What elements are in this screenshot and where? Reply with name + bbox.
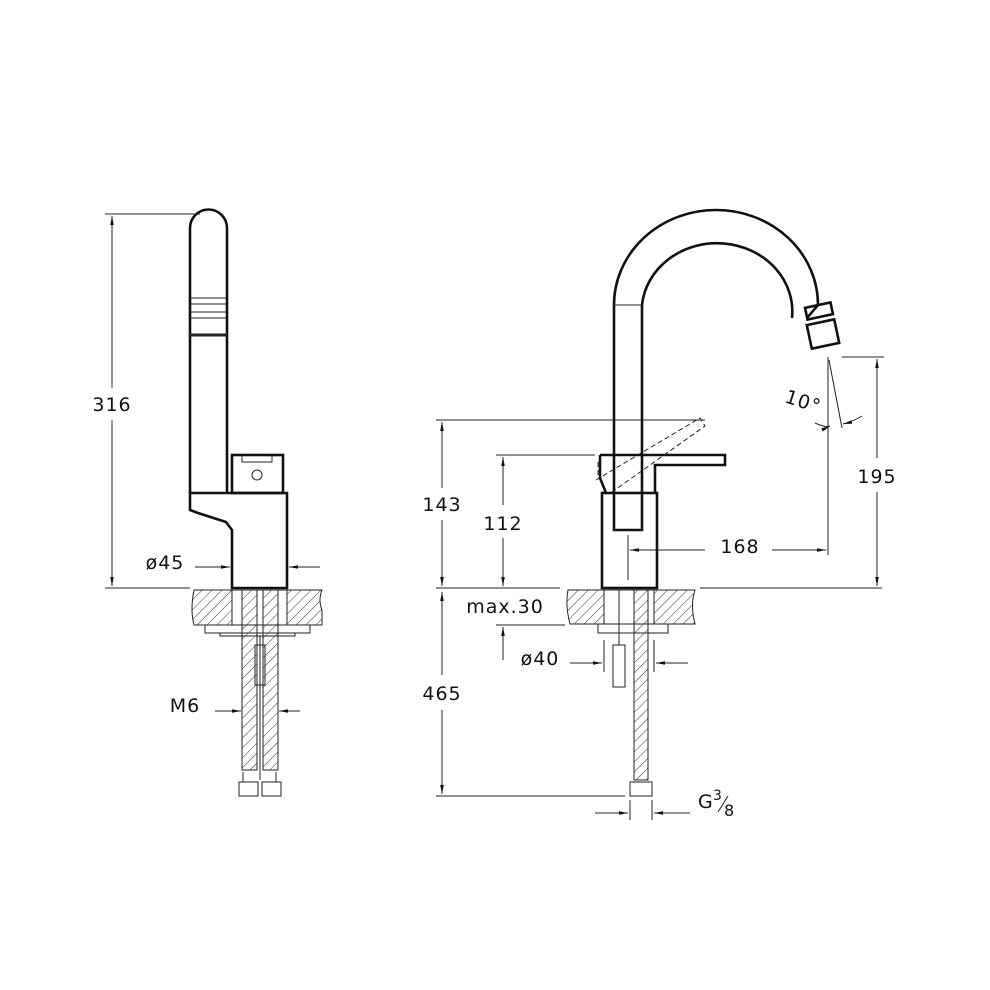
connection-g: G bbox=[698, 791, 714, 813]
side-spout-tube bbox=[188, 208, 229, 493]
front-hose bbox=[633, 589, 649, 781]
dim-length-465: 465 bbox=[422, 683, 461, 705]
dim-reach-168: 168 bbox=[720, 536, 759, 558]
side-body bbox=[188, 491, 289, 590]
front-spout bbox=[612, 208, 820, 493]
dim-max-30: max.30 bbox=[466, 596, 544, 618]
front-aerator bbox=[803, 300, 841, 351]
side-view: 316 ø45 M6 bbox=[92, 208, 323, 797]
dim-height-143: 143 bbox=[422, 494, 461, 516]
front-view: 143 112 195 168 10° max.30 ø40 bbox=[422, 208, 896, 820]
front-plate bbox=[597, 623, 669, 634]
side-hose-left bbox=[241, 589, 258, 771]
connection-numerator: 3 bbox=[713, 788, 723, 804]
side-handle bbox=[230, 453, 285, 495]
dim-diameter-45: ø45 bbox=[146, 552, 185, 574]
side-aerator-rings bbox=[190, 297, 227, 337]
connection-denominator: 8 bbox=[724, 801, 735, 820]
front-lever-raised bbox=[595, 417, 706, 493]
side-hose-right bbox=[262, 589, 279, 771]
dim-height-316: 316 bbox=[92, 394, 131, 416]
dim-thread-m6: M6 bbox=[170, 695, 200, 717]
front-body bbox=[600, 491, 659, 590]
side-handle-screw bbox=[251, 469, 263, 481]
dim-height-112: 112 bbox=[483, 513, 522, 535]
front-stud bbox=[612, 644, 626, 688]
side-nut-left bbox=[238, 781, 259, 797]
side-nut-right bbox=[261, 781, 282, 797]
dim-diameter-40: ø40 bbox=[521, 648, 560, 670]
dim-connection-g38: G 3 8 bbox=[698, 788, 735, 820]
dim-height-195: 195 bbox=[857, 466, 896, 488]
front-nut bbox=[629, 781, 653, 797]
dim-angle-10: 10° bbox=[782, 386, 824, 418]
